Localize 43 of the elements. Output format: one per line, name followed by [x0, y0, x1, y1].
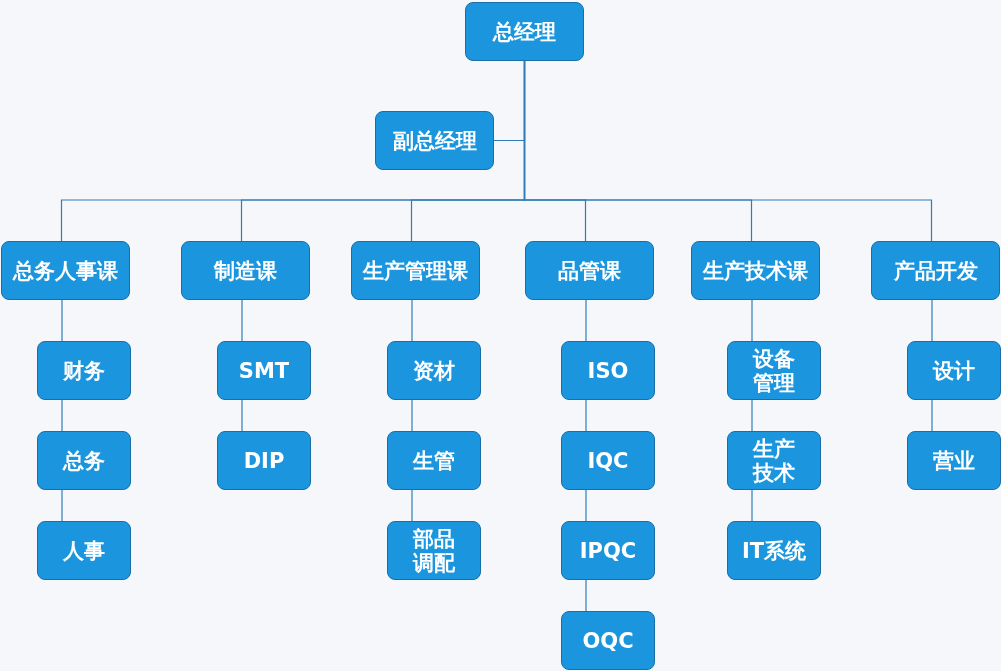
org-box: 总务: [37, 431, 131, 490]
org-box: IPQC: [561, 521, 655, 580]
connector-line: [751, 299, 753, 342]
connector-line: [751, 489, 753, 522]
org-box: DIP: [217, 431, 311, 490]
org-box: 产品开发: [871, 241, 1000, 300]
connector-line: [931, 399, 933, 432]
connector-line: [61, 299, 63, 342]
connector-line: [411, 399, 413, 432]
org-box: IQC: [561, 431, 655, 490]
org-box: SMT: [217, 341, 311, 400]
connector-line: [61, 489, 63, 522]
org-box: 制造课: [181, 241, 310, 300]
connector-line: [751, 399, 753, 432]
org-box: 营业: [907, 431, 1001, 490]
org-box: 生产技术: [727, 431, 821, 490]
org-box: 总务人事课: [1, 241, 130, 300]
connector-line: [241, 399, 243, 432]
connector-line: [523, 60, 933, 242]
connector-line: [585, 399, 587, 432]
connector-line: [585, 299, 587, 342]
connector-line: [411, 489, 413, 522]
org-box: OQC: [561, 611, 655, 670]
connector-line: [585, 489, 587, 522]
connector-line: [241, 299, 243, 342]
org-box: 生管: [387, 431, 481, 490]
connector-line: [411, 299, 413, 342]
org-box: 部品调配: [387, 521, 481, 580]
org-box: 总经理: [465, 2, 584, 61]
org-box: 财务: [37, 341, 131, 400]
org-box: ISO: [561, 341, 655, 400]
org-box: IT系统: [727, 521, 821, 580]
connector-line: [61, 399, 63, 432]
org-box: 生产管理课: [351, 241, 480, 300]
org-box: 生产技术课: [691, 241, 820, 300]
org-box: 设备管理: [727, 341, 821, 400]
org-box: 人事: [37, 521, 131, 580]
connector-line: [931, 299, 933, 342]
org-box: 副总经理: [375, 111, 494, 170]
connector-line: [585, 579, 587, 612]
org-box: 资材: [387, 341, 481, 400]
org-box: 品管课: [525, 241, 654, 300]
org-box: 设计: [907, 341, 1001, 400]
